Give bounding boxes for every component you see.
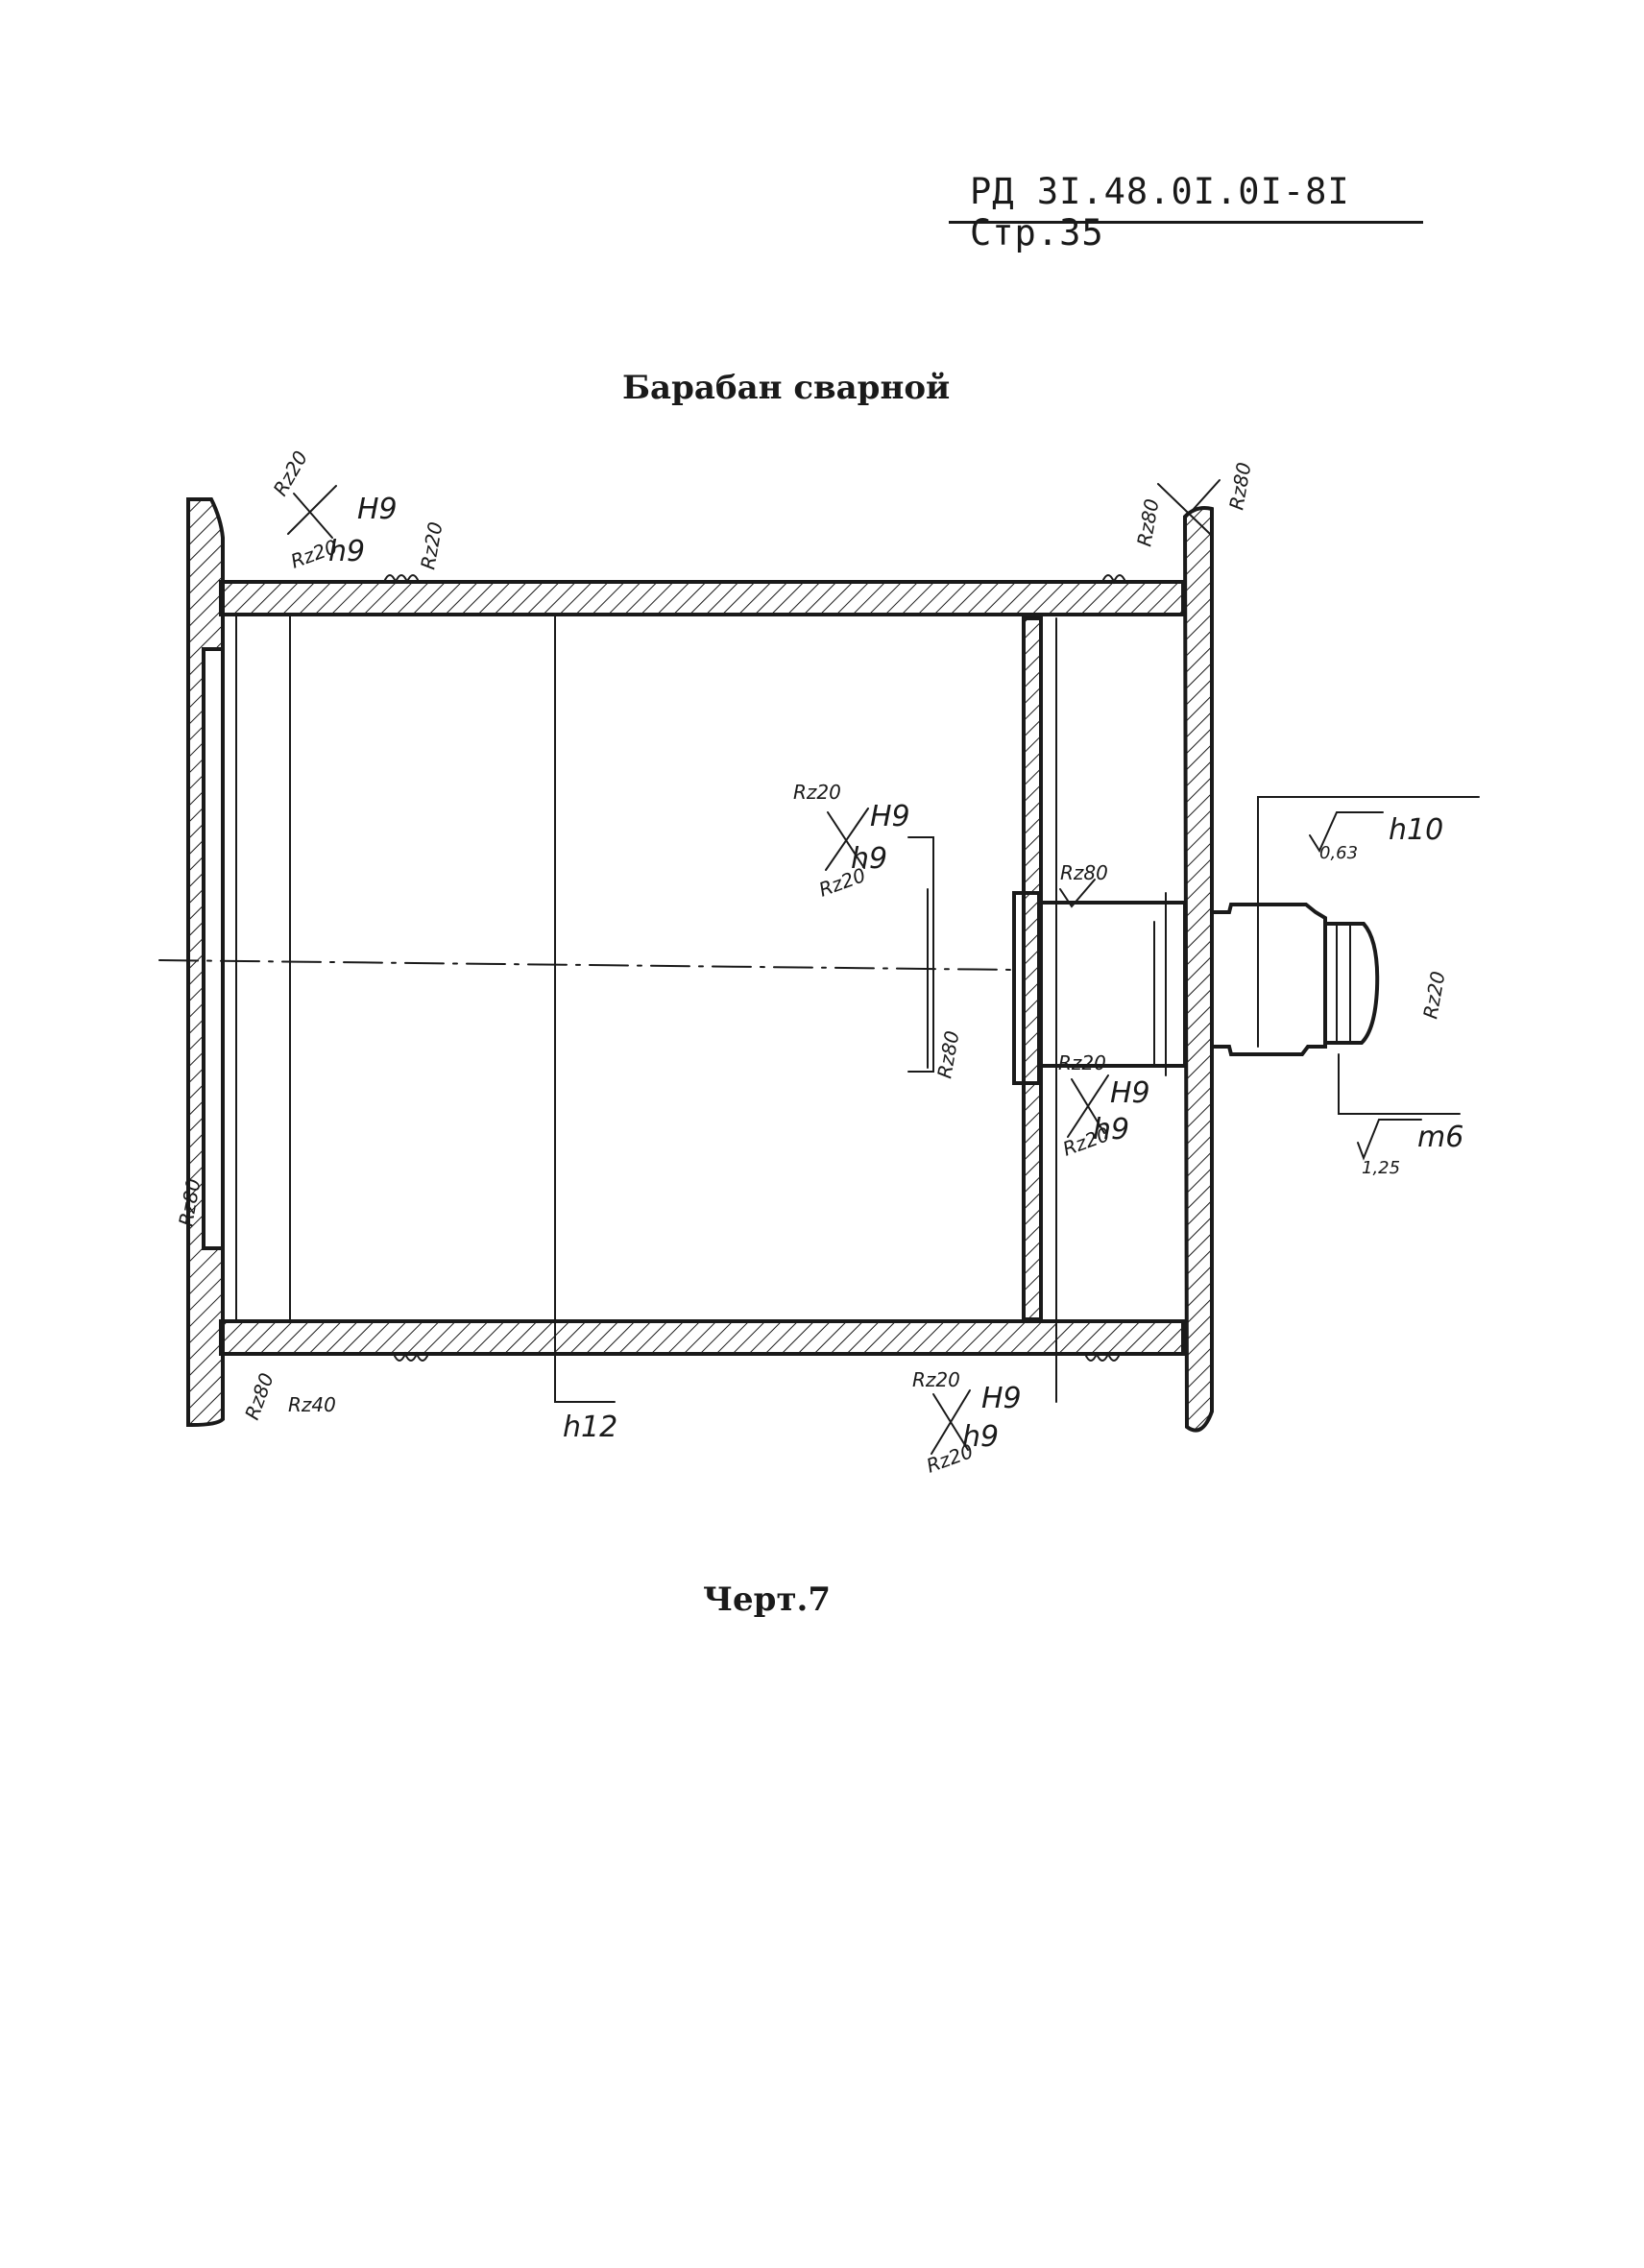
roughness-center-lower: Rz20: [816, 863, 869, 902]
figure-caption: Черт.7: [703, 1580, 832, 1619]
h12-leader: [554, 1320, 616, 1403]
cross-mark-top-left-a: [287, 485, 337, 535]
fit-journal-shaft: h10: [1389, 813, 1443, 847]
roughness-hub-face: Rz80: [1060, 861, 1108, 884]
journal-leader: [1257, 796, 1480, 1048]
cross-mark-mid-b: [1071, 1078, 1105, 1134]
fit-lower-mid-hole: H9: [1110, 1076, 1150, 1110]
fit-top-left-hole: H9: [357, 493, 398, 526]
fit-lower-mid-shaft: h9: [1093, 1113, 1129, 1146]
fit-top-left-shaft: h9: [328, 535, 365, 568]
roughness-center-upper: Rz20: [793, 781, 841, 804]
weld-top-right: [1101, 574, 1126, 585]
journal: [1210, 903, 1327, 1056]
roughness-journal: 0,63: [1319, 843, 1358, 863]
shaft-end-leader: [1338, 1053, 1461, 1115]
center-axis: [158, 959, 1015, 971]
fit-center-shaft: h9: [851, 842, 887, 876]
header-underline: [949, 221, 1423, 224]
roughness-top-right-a: Rz80: [1132, 497, 1163, 548]
cross-mark-center-a: [825, 808, 869, 871]
fit-drum-bore: h12: [563, 1411, 617, 1444]
weld-top-left: [383, 574, 420, 585]
roughness-mid-upper: Rz20: [1058, 1051, 1106, 1074]
fit-bottom-hole: H9: [981, 1382, 1022, 1415]
center-fit-leader: [907, 836, 934, 1073]
roughness-bottom-left-a: Rz80: [240, 1370, 278, 1423]
right-flange: [1182, 506, 1214, 1433]
roughness-mark-journal: [1309, 811, 1384, 854]
shell-bottom-wall: [219, 1319, 1185, 1356]
cross-mark-bottom-b: [932, 1393, 969, 1451]
shaft-end: [1323, 922, 1380, 1045]
roughness-hub-bore: Rz80: [932, 1029, 963, 1080]
cross-mark-center-b: [827, 811, 865, 869]
roughness-mark-shaft-end: [1357, 1119, 1422, 1161]
roughness-bottom-left-b: Rz40: [288, 1393, 336, 1416]
roughness-mid-lower: Rz20: [1060, 1122, 1113, 1161]
cross-mark-top-left-b: [293, 493, 333, 539]
fit-shaft-end: m6: [1417, 1121, 1463, 1154]
roughness-top-right-b: Rz80: [1224, 461, 1255, 512]
shell-top-wall: [219, 580, 1185, 616]
document-reference: РД 3I.48.0I.0I-8I Стр.35: [970, 171, 1350, 253]
roughness-bottom-upper: Rz20: [912, 1368, 960, 1391]
roughness-tl-upper: Rz20: [269, 446, 313, 499]
fit-center-hole: H9: [870, 800, 910, 833]
fit-bottom-shaft: h9: [962, 1420, 999, 1454]
roughness-bottom-lower: Rz20: [924, 1439, 977, 1478]
shaft-body: [1039, 901, 1187, 1068]
weld-bottom-left: [393, 1351, 429, 1362]
hub-ring: [1012, 891, 1041, 1085]
cross-mark-top-right-b: [1184, 479, 1221, 519]
roughness-mark-hub: [1059, 879, 1096, 908]
cross-mark-top-right-a: [1157, 483, 1211, 535]
left-flange: [186, 497, 225, 1427]
roughness-shaft-end-side: Rz20: [1418, 970, 1449, 1021]
roughness-shaft-end: 1,25: [1362, 1158, 1400, 1178]
roughness-tl-side: Rz20: [416, 520, 447, 571]
weld-bottom-right: [1084, 1351, 1121, 1362]
drawing-title: Барабан сварной: [622, 369, 951, 407]
